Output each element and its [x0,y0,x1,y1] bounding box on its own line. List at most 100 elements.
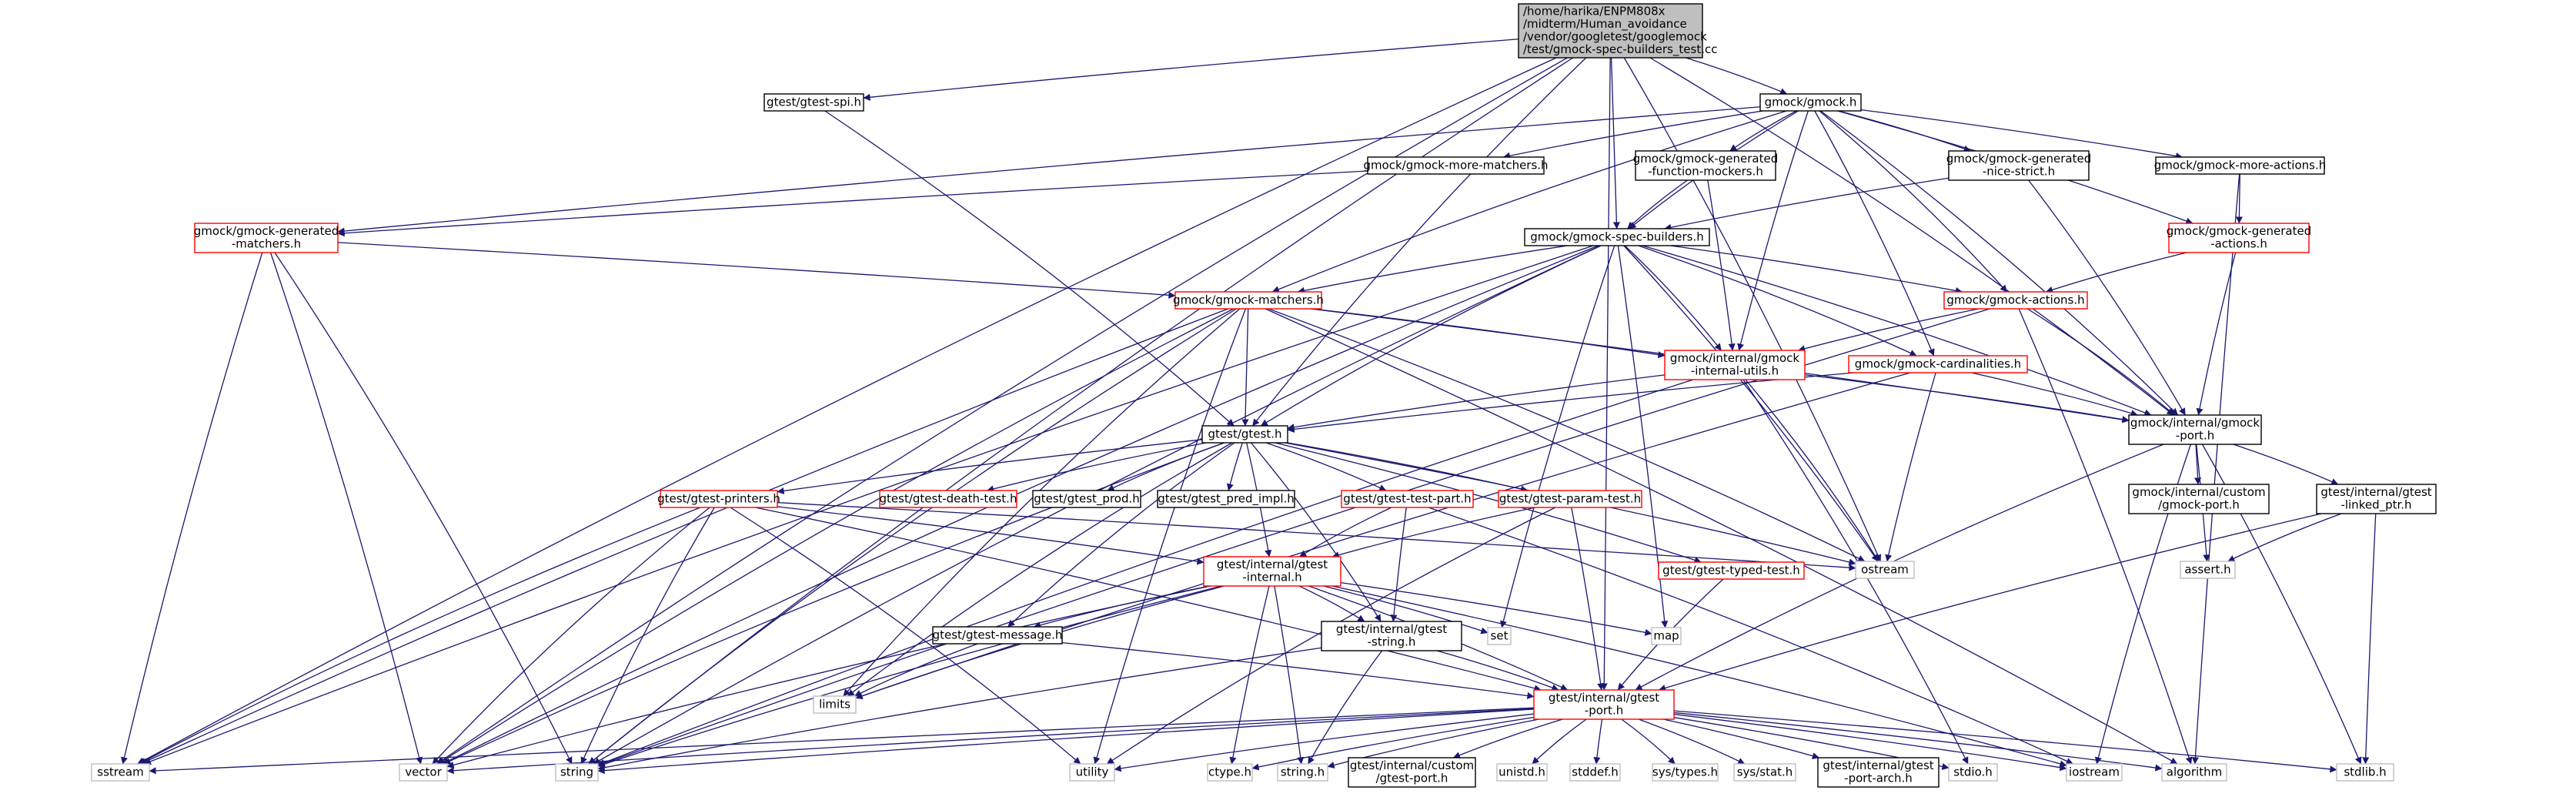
include-edge-gmock_h-to-cardinalities [1814,110,1935,357]
node-label-line: set [1491,628,1509,642]
graph-node-gtest-spi[interactable]: gtest/gtest-spi.h [763,93,864,112]
node-label-line: -function-mockers.h [1648,165,1763,179]
graph-node-gmock-port[interactable]: gmock/internal/gmock-port.h [2128,414,2262,445]
node-box [1498,490,1642,508]
include-edge-gen_matchers-to-matchers [337,242,1176,299]
node-label-line: gmock/gmock-matchers.h [1173,293,1324,306]
graph-node-test-part[interactable]: gtest/gtest-test-part.h [1341,490,1474,508]
include-edge-param_test-to-gtest_internal [1331,507,1535,559]
include-edge-gtest_h-to-gtest_string [1251,442,1382,622]
include-edge-more_matchers-to-gen_matchers [337,170,1368,237]
graph-node-gtest-prod[interactable]: gtest/gtest_prod.h [1032,490,1141,508]
node-box [2336,763,2394,782]
include-edge-gtest_port-to-unistd [1532,718,1587,765]
include-edge-gmock_port-to-custom_gmock_port [2193,444,2202,485]
graph-node-death-test[interactable]: gtest/gtest-death-test.h [879,490,1017,508]
include-edge-gtest_message-to-gtest_port [1061,641,1535,699]
node-box [1069,763,1115,782]
node-label-line: -linked_ptr.h [2340,498,2411,513]
include-edge-printers-to-gtest_port [755,507,1542,692]
graph-node-gen-nice[interactable]: gmock/gmock-generated-nice-strict.h [1946,150,2091,181]
graph-node-ostream: ostream [1855,561,1915,579]
node-box [1496,763,1548,782]
node-label-line: gmock/gmock.h [1765,95,1857,109]
node-label-line: gtest/gtest_prod.h [1034,491,1140,506]
graph-node-cardinalities[interactable]: gmock/gmock-cardinalities.h [1848,355,2028,373]
node-label-line: gtest/internal/gtest [1823,758,1933,772]
include-edge-gmock_port-to-linked_ptr [2233,444,2339,485]
include-edge-spec_builders-to-ostream [1623,245,1879,562]
node-label-line: gtest/gtest-death-test.h [880,491,1017,505]
include-edge-gmock_h-to-gen_fmockers [1729,110,1797,152]
graph-node-gen-matchers[interactable]: gmock/gmock-generated-matchers.h [194,223,339,253]
include-edge-gtest_string-to-gtest_port [1436,650,1559,692]
node-box [1203,556,1341,587]
graph-node-custom-gtest-port[interactable]: gtest/internal/custom/gtest-port.h [1348,757,1476,788]
node-box [660,490,778,508]
graph-node-gen-fmockers[interactable]: gmock/gmock-generated-function-mockers.h [1633,150,1778,181]
node-label-line: gtest/internal/gtest [1336,622,1447,636]
node-box [1569,763,1621,782]
include-edge-actions-to-gmock_port [2026,308,2176,416]
graph-node-string-h: string.h [1277,763,1328,782]
node-label-line: gmock/gmock-more-matchers.h [1363,158,1548,172]
graph-node-root[interactable]: /home/harika/ENPM808x/midterm/Human_avoi… [1518,3,1717,59]
graph-node-more-actions[interactable]: gmock/gmock-more-actions.h [2154,156,2326,175]
graph-node-gtest-internal[interactable]: gtest/internal/gtest-internal.h [1203,556,1341,587]
node-label-line: gmock/internal/gmock [1670,351,1799,365]
include-edge-spec_builders-to-matchers [1297,245,1568,294]
node-label-line: string [560,765,593,779]
graph-node-gtest-h[interactable]: gtest/gtest.h [1201,425,1288,444]
node-label-line: gtest/gtest-param-test.h [1499,491,1641,505]
node-label-line: gmock/internal/custom [2132,485,2265,499]
node-label-line: gmock/gmock-actions.h [1946,293,2084,306]
include-edge-gen_actions-to-actions [2045,252,2187,293]
graph-node-param-test[interactable]: gtest/gtest-param-test.h [1498,490,1642,508]
node-label-line: gmock/gmock-generated [194,224,339,238]
graph-node-more-matchers[interactable]: gmock/gmock-more-matchers.h [1363,156,1549,175]
graph-node-gtest-port[interactable]: gtest/internal/gtest-port.h [1533,689,1675,720]
include-edge-spec_builders-to-gmock_port [1642,245,2152,417]
graph-node-pred-impl[interactable]: gtest/gtest_pred_impl.h [1157,490,1295,508]
graph-node-printers[interactable]: gtest/gtest-printers.h [657,490,780,508]
graph-node-typed-test[interactable]: gtest/gtest-typed-test.h [1658,561,1805,580]
node-label-line: -port.h [2176,429,2214,443]
include-edge-matchers-to-utility [1093,308,1246,765]
include-edge-spec_builders-to-internal_utils [1624,245,1722,351]
node-label-line: vector [405,765,442,779]
node-label-line: /test/gmock-spec-builders_test.cc [1523,42,1717,57]
node-box [763,93,864,112]
graph-node-custom-gmock-port[interactable]: gmock/internal/custom/gmock-port.h [2128,484,2270,514]
include-edge-gmock_h-to-gen_matchers [337,106,1761,235]
edge-layer [121,39,2377,775]
graph-node-gen-actions[interactable]: gmock/gmock-generated-actions.h [2167,223,2311,253]
node-label-line: /midterm/Human_avoidance [1523,17,1687,32]
graph-node-internal-utils[interactable]: gmock/internal/gmock-internal-utils.h [1664,350,1806,380]
node-label-line: -internal-utils.h [1691,364,1779,378]
graph-node-spec-builders[interactable]: gmock/gmock-spec-builders.h [1524,228,1710,246]
graph-node-port-arch[interactable]: gtest/internal/gtest-port-arch.h [1817,757,1940,788]
node-box [1635,150,1776,181]
graph-node-gtest-message[interactable]: gtest/gtest-message.h [932,626,1063,645]
graph-node-linked-ptr[interactable]: gtest/internal/gtest-linked_ptr.h [2316,484,2437,514]
node-box [2161,763,2227,782]
graph-node-actions[interactable]: gmock/gmock-actions.h [1943,291,2088,310]
node-box [2168,223,2310,253]
node-label-line: -string.h [1368,635,1416,649]
include-edge-printers-to-ostream [777,501,1856,571]
graph-node-iostream: iostream [2066,763,2123,782]
include-edge-gmock_h-to-more_matchers [1502,110,1763,159]
node-box [1664,350,1806,380]
include-edge-gen_matchers-to-string [274,252,573,765]
node-label-line: gmock/gmock-generated [2167,224,2311,238]
include-edge-matchers-to-string [588,308,1237,765]
graph-node-matchers[interactable]: gmock/gmock-matchers.h [1173,291,1324,310]
include-edge-root-to-gmock_port [1649,57,2174,416]
node-label-line: gtest/gtest.h [1208,427,1282,440]
node-label-line: gtest/gtest-test-part.h [1343,491,1471,505]
graph-node-gmock-h[interactable]: gmock/gmock.h [1759,93,1862,112]
include-edge-root-to-gtest_spi [863,39,1519,101]
graph-node-gtest-string[interactable]: gtest/internal/gtest-string.h [1321,621,1462,651]
node-label-line: gtest/gtest-message.h [933,628,1063,641]
node-label-line: stdio.h [1953,765,1993,779]
